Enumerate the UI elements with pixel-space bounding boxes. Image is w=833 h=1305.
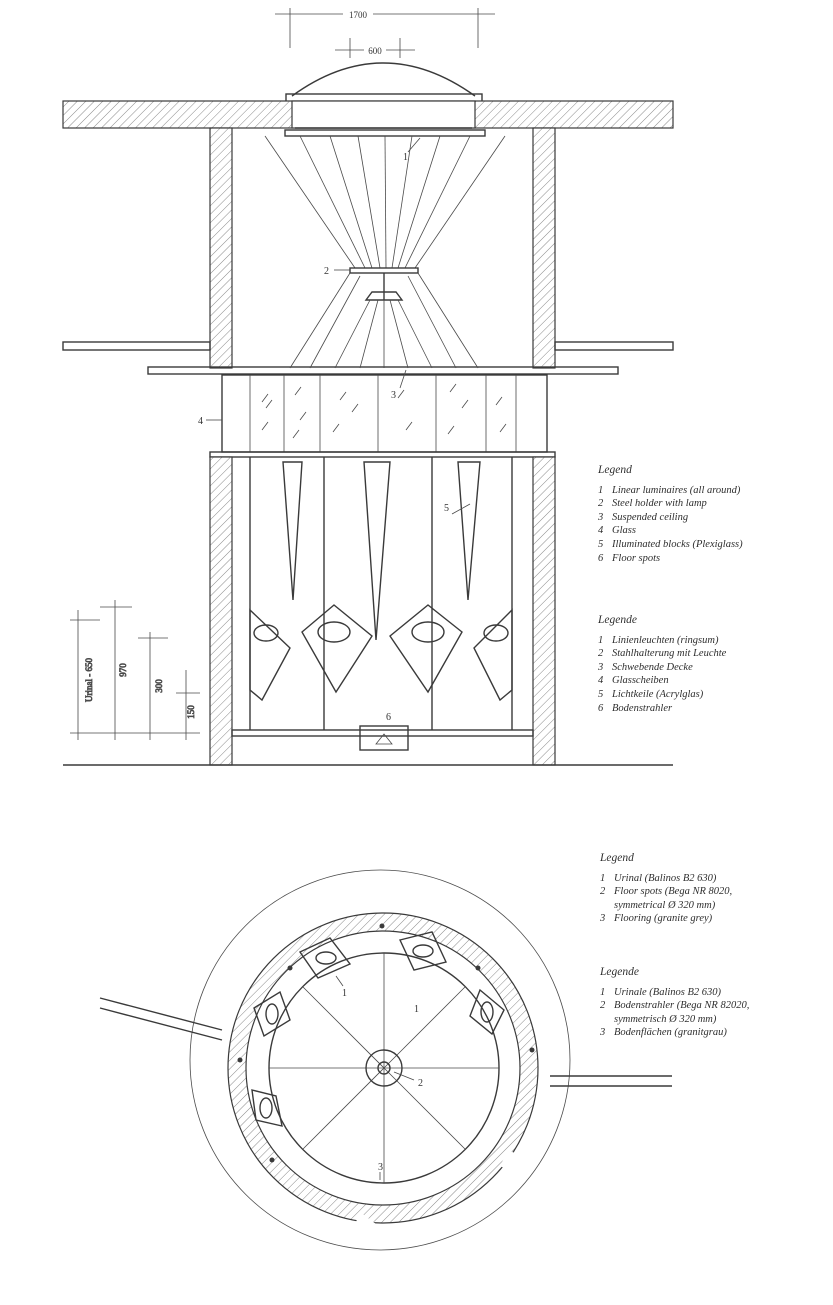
callout-1: 1: [403, 152, 408, 163]
floor-slab-left: [62, 341, 211, 351]
wall-right-upper: [532, 127, 556, 369]
wall-left-upper: [209, 127, 233, 369]
plan-legend-de-title: Legende: [600, 966, 639, 978]
urinals-section: [249, 604, 513, 702]
center-floor-spot: [365, 1049, 403, 1087]
light-beams-lower: [289, 272, 479, 369]
dim-overall-width-label: 1700: [349, 10, 368, 20]
section-callouts: 1 2 3 4 5 6: [198, 137, 471, 723]
height-dimensions: Urinal - 650 970 300 150: [70, 600, 200, 740]
steel-holder: [349, 267, 419, 274]
urinals-plan: [251, 931, 505, 1127]
dim-300-label: 300: [154, 679, 164, 693]
plan-callouts: 1 1 2 3: [335, 975, 423, 1180]
ring-bolts: [237, 923, 535, 1163]
ring-wall: [227, 912, 539, 1224]
dim-dome-width-label: 600: [368, 46, 382, 56]
light-beams-upper: [264, 135, 506, 269]
callout-4: 4: [198, 416, 203, 427]
wall-right-lower: [532, 456, 556, 766]
section-drawing: 1700 600: [62, 6, 674, 766]
plan-callout-1a: 1: [342, 988, 347, 999]
ceiling-band: [147, 366, 619, 375]
dim-urinal-height-label: Urinal - 650: [84, 658, 94, 702]
plan-legend-en-title: Legend: [600, 852, 634, 864]
floor-joints: [269, 953, 499, 1183]
plan-drawing: 1 1 2 3: [99, 869, 672, 1251]
illuminated-blocks: [249, 457, 513, 730]
plan-callout-2: 2: [418, 1078, 423, 1089]
floor-slab-right: [554, 341, 674, 351]
skylight-dome: [291, 62, 476, 97]
section-legend-en-title: Legend: [598, 464, 632, 476]
callout-3: 3: [391, 390, 396, 401]
plan-callout-3: 3: [378, 1162, 383, 1173]
plan-callout-1b: 1: [414, 1004, 419, 1015]
section-legend-de-title: Legende: [598, 614, 637, 626]
callout-6: 6: [386, 712, 391, 723]
dim-150-label: 150: [186, 705, 196, 719]
linear-luminaire-ring: [284, 129, 486, 137]
outer-circle: [189, 869, 571, 1251]
dim-970-label: 970: [118, 663, 128, 677]
dimension-overall-width: 1700: [275, 6, 495, 48]
callout-5: 5: [444, 503, 449, 514]
callout-2: 2: [324, 266, 329, 277]
wall-left-lower: [209, 456, 233, 766]
dimension-dome-width: 600: [335, 38, 415, 58]
floor-spot: [359, 725, 409, 751]
glass-panels: [221, 374, 548, 453]
